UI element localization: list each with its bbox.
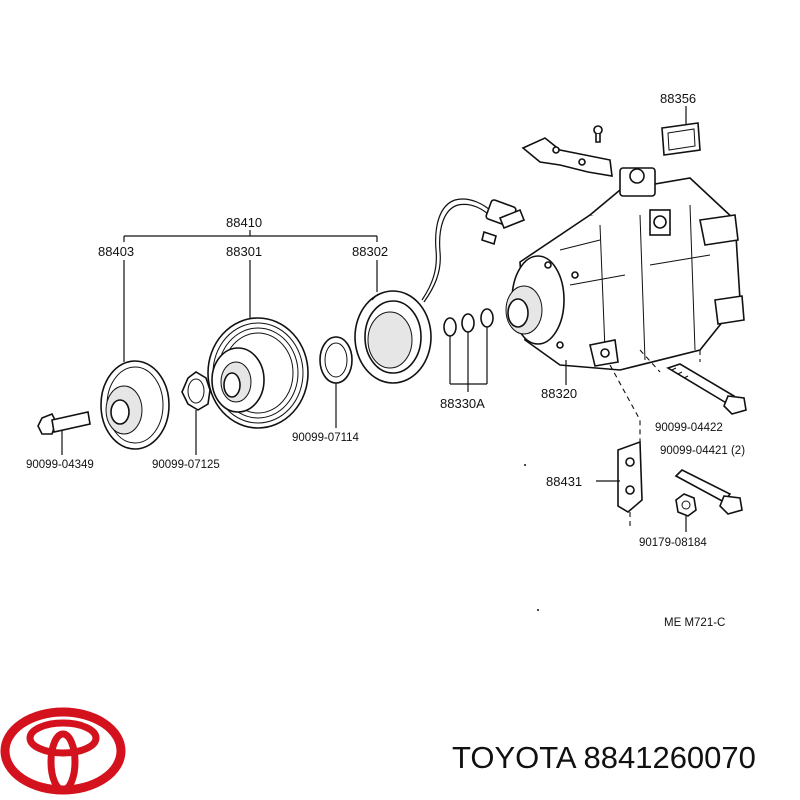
bolt-90099-04421 xyxy=(674,469,743,515)
bolt-90099-04422 xyxy=(666,363,747,415)
bracket xyxy=(521,137,613,177)
label-90099-04422: 90099-04422 xyxy=(655,422,723,434)
compressor-88320 xyxy=(505,167,745,371)
label-88410: 88410 xyxy=(226,215,262,230)
brand-caption: TOYOTA 8841260070 xyxy=(452,740,756,775)
label-88330A: 88330A xyxy=(440,396,485,411)
label-88403: 88403 xyxy=(98,244,134,259)
scan-speck xyxy=(524,464,526,466)
leader-lines xyxy=(61,106,687,532)
label-88301: 88301 xyxy=(226,244,262,259)
pulley-88301 xyxy=(207,317,309,429)
harness-wire xyxy=(421,198,526,303)
diagram-code: ME M721-C xyxy=(664,617,725,629)
small-bolt xyxy=(593,125,603,143)
washers-88330A xyxy=(443,308,494,337)
label-90179-08184: 90179-08184 xyxy=(639,537,707,549)
stud-bracket-88431 xyxy=(617,440,643,513)
label-90099-07114: 90099-07114 xyxy=(292,432,360,444)
label-90099-04421: 90099-04421 (2) xyxy=(660,445,745,457)
label-88302: 88302 xyxy=(352,244,388,259)
label-88356: 88356 xyxy=(660,91,696,106)
toyota-logo xyxy=(0,707,126,795)
pressure-plate-88403 xyxy=(100,360,170,450)
shim-washer-90099-07125 xyxy=(181,371,211,411)
bolt-90099-04349 xyxy=(37,411,91,435)
snap-ring-90099-07114 xyxy=(319,336,353,384)
label-90099-04349: 90099-04349 xyxy=(26,459,94,471)
nut-90179-08184 xyxy=(675,493,697,517)
label-88320: 88320 xyxy=(541,386,577,401)
label-90099-07125: 90099-07125 xyxy=(152,459,220,471)
field-coil-88302 xyxy=(354,290,432,384)
scan-speck xyxy=(537,609,539,611)
label-88431: 88431 xyxy=(546,474,582,489)
assembly-lines xyxy=(609,349,701,530)
plate-88356 xyxy=(661,122,701,156)
